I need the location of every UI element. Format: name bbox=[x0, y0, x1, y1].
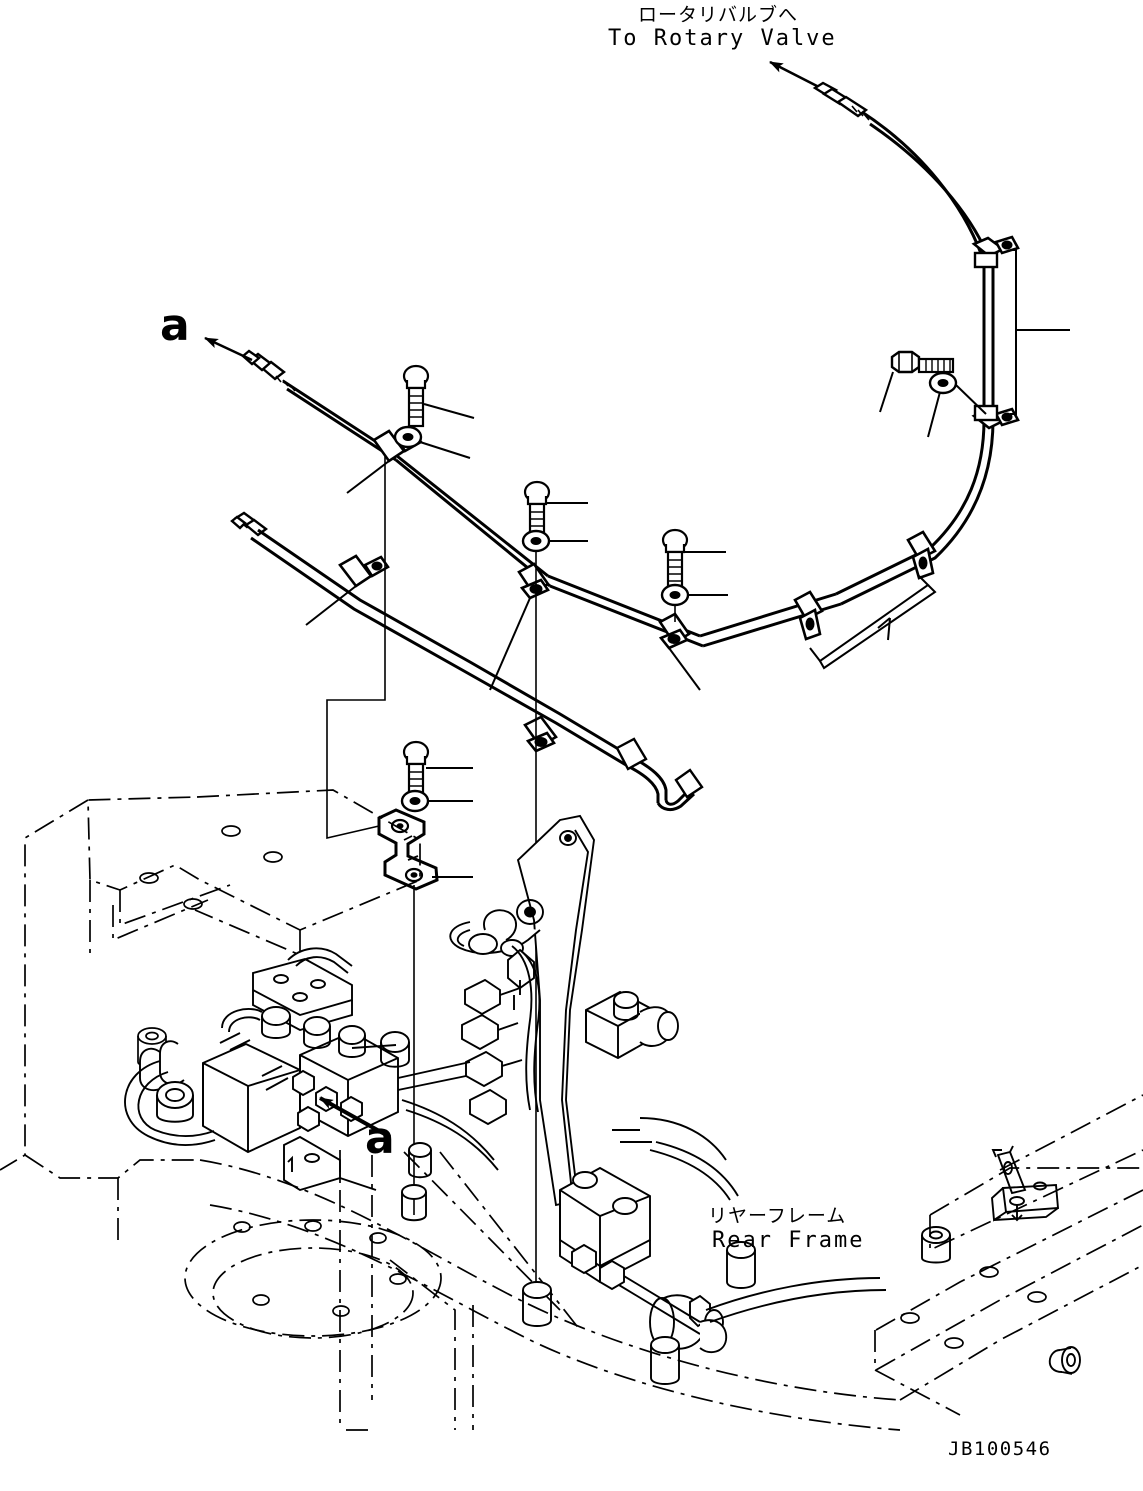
label-rotary-valve-jp: ロータリバルブへ bbox=[637, 4, 798, 26]
callout-washer-bracket bbox=[400, 789, 473, 813]
leader-clamp-mid-left bbox=[489, 597, 531, 691]
callout-bolt-right bbox=[879, 350, 955, 413]
leader-clamp-left-upper bbox=[346, 460, 390, 494]
leader-clamp-left-lower bbox=[305, 585, 357, 626]
callout-washer-right bbox=[927, 371, 987, 438]
clamp-mid-right bbox=[658, 612, 691, 650]
hose-fitting-section-a bbox=[204, 336, 296, 392]
clamp-secondary-lower bbox=[523, 715, 558, 753]
section-marker-a-top: a bbox=[160, 300, 190, 351]
valve-tubes bbox=[351, 1044, 499, 1171]
leader-clamp-mid-right bbox=[668, 647, 701, 691]
drawing-number: JB100546 bbox=[948, 1438, 1052, 1460]
frame-boss-right bbox=[921, 1226, 1081, 1375]
callout-bolt-mid-left bbox=[523, 480, 588, 544]
label-rear-frame-en: Rear Frame bbox=[712, 1228, 865, 1253]
clamp-right-upper bbox=[971, 235, 1020, 269]
label-rear-frame-jp: リヤーフレーム bbox=[708, 1205, 847, 1227]
callout-washer-left-upper bbox=[393, 425, 471, 459]
hose-fitting-rotary bbox=[812, 81, 870, 121]
swing-circle-bolt-holes bbox=[233, 1220, 407, 1317]
callout-washer-mid-left bbox=[521, 529, 588, 553]
callout-washer-mid-right bbox=[660, 583, 728, 607]
clamp-bottom-right-2 bbox=[906, 530, 937, 580]
hose-fitting-secondary bbox=[230, 511, 268, 537]
callout-bolt-bracket bbox=[402, 740, 473, 804]
hose-secondary bbox=[230, 511, 704, 812]
bracket bbox=[377, 808, 473, 891]
section-arrow-a-bottom bbox=[319, 1096, 391, 1139]
hose-main bbox=[282, 60, 995, 648]
clamp-left-lower bbox=[338, 554, 390, 588]
callout-bolt-mid-right bbox=[661, 528, 726, 592]
clamp-bracket-right bbox=[809, 575, 937, 670]
tube-right-callout bbox=[1010, 249, 1070, 415]
leader-clamp-to-bracket bbox=[326, 455, 386, 840]
clamp-mid-left bbox=[517, 562, 550, 600]
callout-bolt-left-upper bbox=[402, 364, 475, 428]
clamp-bottom-right-1 bbox=[793, 590, 824, 641]
solenoid-valve-block bbox=[124, 947, 410, 1192]
frame-mount-block-right bbox=[991, 1145, 1060, 1222]
label-rotary-valve-en: To Rotary Valve bbox=[608, 26, 837, 51]
center-valve-stack bbox=[401, 814, 887, 1385]
section-marker-a-bottom: a bbox=[365, 1113, 395, 1164]
frame-mount-holes-left bbox=[139, 825, 283, 910]
frame-mount-holes-right bbox=[900, 1266, 1047, 1349]
